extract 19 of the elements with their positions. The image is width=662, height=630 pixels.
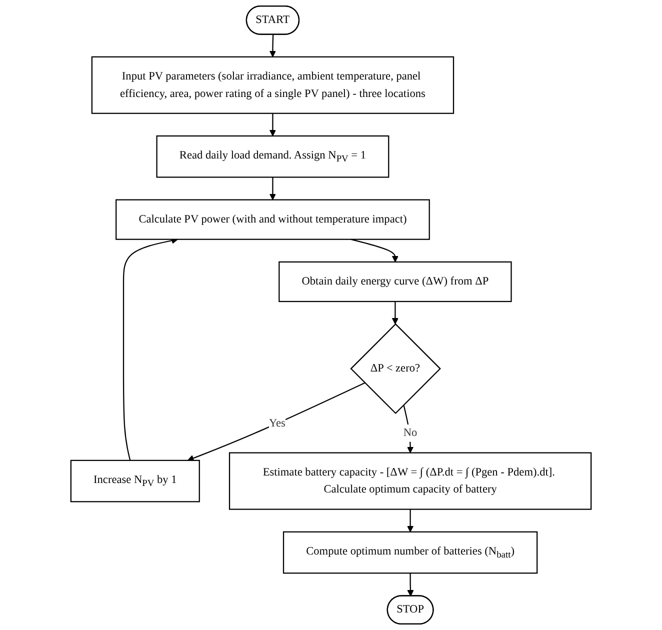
node-box: Read daily load demand. Assign N$_{PV}$ = 1 [156,135,390,178]
arrow [350,238,398,262]
node-box: Compute optimum number of batteries (N$_{batt}$) [282,531,538,574]
arrow [403,404,414,454]
arrow [269,34,276,58]
arrow [392,302,398,324]
edge-label: No [403,426,418,439]
arrow [407,573,414,596]
arrow [269,113,276,136]
node-box: Input PV parameters (solar irradiance, ambient temperature, panel efficiency, area, power rating of a single PV panel) - three locations [91,56,454,114]
arrow [269,177,276,200]
node-box: Increase N$_{PV}$ by 1 [70,460,200,502]
arrow [406,509,414,532]
node-box: Calculate PV power (with and without temperature impact) [116,199,430,240]
arrow [187,382,366,462]
node-diamond: ΔP < zero? [350,323,441,414]
node-box: Obtain daily energy curve (ΔW) from ΔP [278,261,512,302]
edge-label: Yes [269,418,286,430]
node-box: Estimate battery capacity - [ΔW = ∫ (ΔP.dt = ∫ (Pgen - Pdem).dt]. Calculate optimum capacity of battery [228,452,592,510]
